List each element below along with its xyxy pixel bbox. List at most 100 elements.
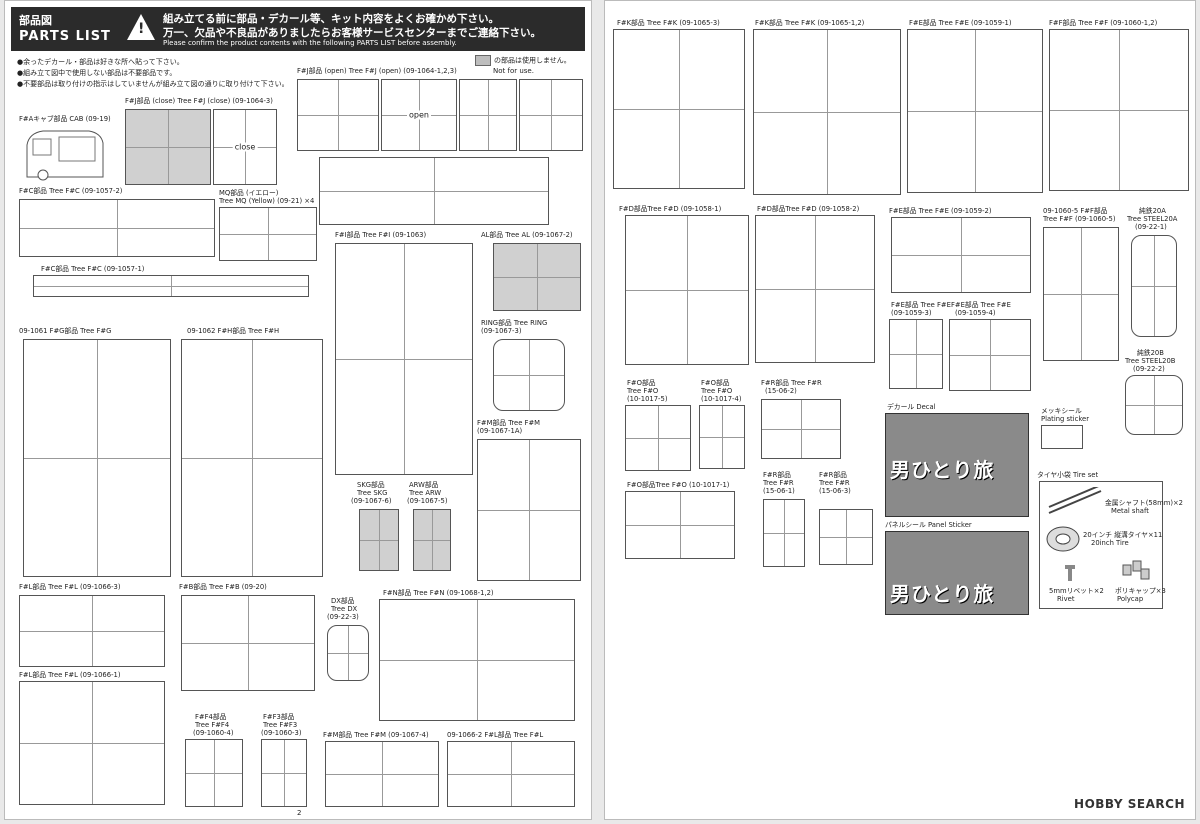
tree-d2 <box>755 215 875 363</box>
tree-steel20b <box>1125 375 1183 435</box>
label-shaft2: Metal shaft <box>1111 507 1149 515</box>
label-shaft1: 金属シャフト(58mm)×2 <box>1105 499 1183 507</box>
label-poly2: Polycap <box>1117 595 1144 603</box>
label-mb: F#M部品 Tree F#M (09-1067-4) <box>323 731 429 739</box>
label-c2: F#C部品 Tree F#C (09-1057-2) <box>19 187 123 195</box>
tire-icon <box>1046 526 1080 552</box>
tree-j-open-a <box>297 79 379 151</box>
warning-text-en: Please confirm the product contents with… <box>163 39 457 47</box>
not-for-use-legend: の部品は使用しません。 Not for use. <box>475 55 571 76</box>
tree-e4 <box>949 319 1031 391</box>
label-f33: (09-1060-3) <box>261 729 302 737</box>
label-d2: F#D部品Tree F#D (09-1058-2) <box>757 205 860 213</box>
tree-o1 <box>625 491 735 559</box>
label-dx1: DX部品 <box>331 597 355 605</box>
grey-swatch <box>475 55 491 66</box>
tree-k3 <box>613 29 745 189</box>
label-j-close: F#J部品 (close) Tree F#J (close) (09-1064-… <box>125 97 273 105</box>
label-arw3: (09-1067-5) <box>407 497 448 505</box>
label-l1: F#L部品 Tree F#L (09-1066-1) <box>19 671 121 679</box>
label-plating1: メッキシール <box>1041 407 1082 415</box>
tree-steel20a <box>1131 235 1177 337</box>
tree-b <box>181 595 315 691</box>
warning-text-jp-2: 万一、欠品や不良品がありましたらお客様サービスセンターまでご連絡下さい。 <box>163 27 541 39</box>
label-skg1: SKG部品 <box>357 481 385 489</box>
label-cab: F#Aキャブ部品 CAB (09-19) <box>19 115 111 123</box>
label-e2: F#E部品 Tree F#E (09-1059-2) <box>889 207 992 215</box>
label-f41: F#F4部品 <box>195 713 227 721</box>
warning-icon: ! <box>127 14 155 40</box>
tree-k12 <box>753 29 901 195</box>
label-l2: 09-1066-2 F#L部品 Tree F#L <box>447 731 544 739</box>
tree-e3 <box>889 319 943 389</box>
tree-j-large-panel <box>319 157 549 225</box>
tree-l3 <box>19 595 165 667</box>
tree-o5 <box>625 405 691 471</box>
tree-r2 <box>761 399 841 459</box>
label-e3a: F#E部品 Tree F#E <box>891 301 951 309</box>
label-dx2: Tree DX <box>331 605 358 613</box>
label-f43: (09-1060-4) <box>193 729 234 737</box>
label-arw1: ARW部品 <box>409 481 439 489</box>
label-o5c: (10-1017-5) <box>627 395 668 403</box>
parts-list-header: 部品図 PARTS LIST ! 組み立てる前に部品・デカール等、キット内容をよ… <box>11 7 585 51</box>
label-f5b: Tree F#F (09-1060-5) <box>1043 215 1116 223</box>
label-r1a: F#R部品 <box>763 471 791 479</box>
tree-r1 <box>763 499 805 567</box>
hobby-search-watermark: HOBBY SEARCH <box>1074 797 1185 811</box>
note: ●不要部品は取り付けの指示はしていませんが組み立て図の通りに取り付けて下さい。 <box>17 80 289 88</box>
label-i: F#I部品 Tree F#I (09-1063) <box>335 231 427 239</box>
label-o1: F#O部品Tree F#O (10-1017-1) <box>627 481 730 489</box>
label-mq1: MQ部品 (イエロー) <box>219 189 279 197</box>
label-ring1: RING部品 Tree RING <box>481 319 548 327</box>
label-tire-set: タイヤ小袋 Tire set <box>1037 471 1099 479</box>
tree-h <box>181 339 323 577</box>
tree-i <box>335 243 473 475</box>
label-poly1: ポリキャップ×3 <box>1115 587 1166 595</box>
label-s20a2: Tree STEEL20A <box>1127 215 1178 223</box>
label-d1: F#D部品Tree F#D (09-1058-1) <box>619 205 722 213</box>
note: ●余ったデカール・部品は好きな所へ貼って下さい。 <box>17 58 184 66</box>
label-r3b: Tree F#R <box>819 479 850 487</box>
tree-e2 <box>891 217 1031 293</box>
label-k3: F#K部品 Tree F#K (09-1065-3) <box>617 19 720 27</box>
label-skg2: Tree SKG <box>357 489 388 497</box>
label-n: F#N部品 Tree F#N (09-1068-1,2) <box>383 589 494 597</box>
tree-m-bottom <box>325 741 439 807</box>
right-page: F#K部品 Tree F#K (09-1065-3) F#K部品 Tree F#… <box>604 0 1196 820</box>
tree-l1 <box>19 681 165 805</box>
label-g: 09-1061 F#G部品 Tree F#G <box>19 327 112 335</box>
tree-f12 <box>1049 29 1189 191</box>
label-e4a: F#E部品 Tree F#E <box>951 301 1011 309</box>
tree-g <box>23 339 171 577</box>
label-r3c: (15-06-3) <box>819 487 851 495</box>
label-decal: デカール Decal <box>887 403 936 411</box>
label-k12: F#K部品 Tree F#K (09-1065-1,2) <box>755 19 865 27</box>
label-tire1: 20インチ 縦溝タイヤ×11 <box>1083 531 1163 539</box>
label-r3a: F#R部品 <box>819 471 847 479</box>
label-o4b: Tree F#O <box>701 387 733 395</box>
polycap-icon <box>1122 560 1150 580</box>
tree-n <box>379 599 575 721</box>
label-al: AL部品 Tree AL (09-1067-2) <box>481 231 573 239</box>
metal-shaft-icon <box>1048 487 1102 514</box>
label-e3b: (09-1059-3) <box>891 309 932 317</box>
rivet-icon <box>1065 565 1075 581</box>
label-s20b3: (09-22-2) <box>1133 365 1165 373</box>
title-jp: 部品図 <box>19 14 52 27</box>
tree-ring <box>493 339 565 411</box>
label-b: F#B部品 Tree F#B (09-20) <box>179 583 267 591</box>
label-o4a: F#O部品 <box>701 379 730 387</box>
warning-text-jp-1: 組み立てる前に部品・デカール等、キット内容をよくお確かめ下さい。 <box>163 13 499 25</box>
left-page: 部品図 PARTS LIST ! 組み立てる前に部品・デカール等、キット内容をよ… <box>4 0 592 820</box>
label-s20a1: 純鉄20A <box>1139 207 1166 215</box>
label-o5a: F#O部品 <box>627 379 656 387</box>
label-mq2: Tree MQ (Yellow) (09-21) ×4 <box>219 197 315 205</box>
tree-al <box>493 243 581 311</box>
label-o5b: Tree F#O <box>627 387 659 395</box>
label-r1c: (15-06-1) <box>763 487 795 495</box>
label-ring2: (09-1067-3) <box>481 327 522 335</box>
label-s20b2: Tree STEEL20B <box>1125 357 1176 365</box>
label-e4b: (09-1059-4) <box>955 309 996 317</box>
label-f32: Tree F#F3 <box>263 721 298 729</box>
